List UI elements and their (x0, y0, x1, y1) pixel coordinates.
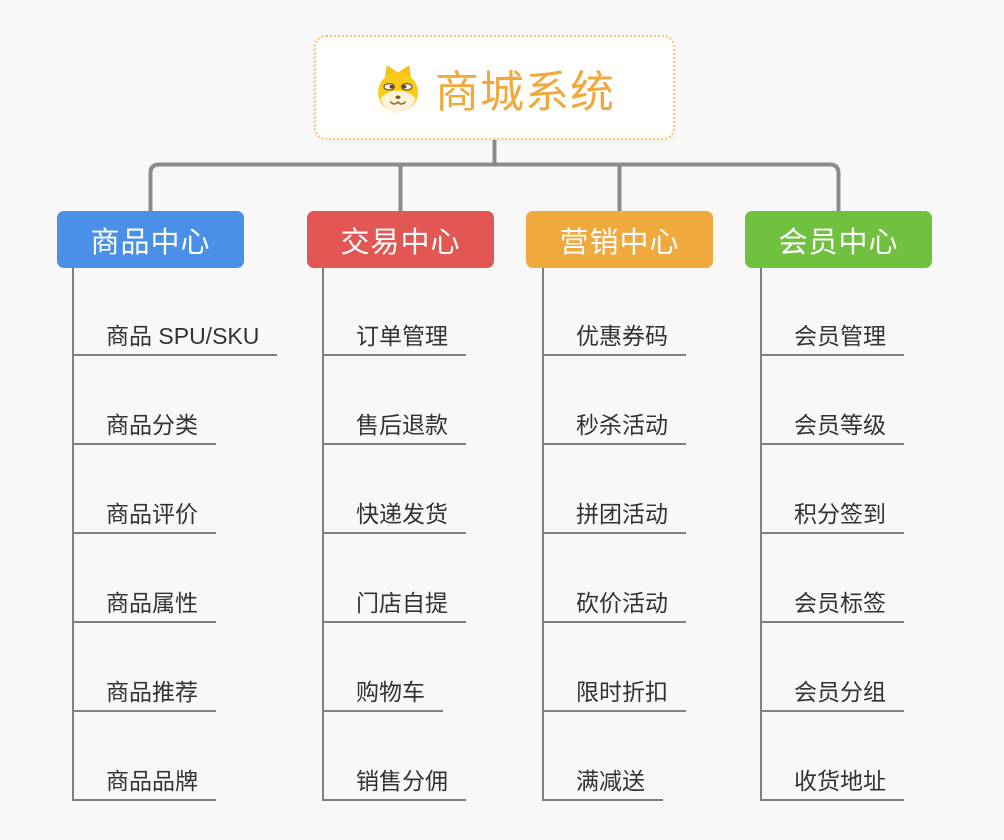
leaf-node[interactable]: 订单管理 (322, 319, 466, 356)
leaf-node[interactable]: 限时折扣 (542, 675, 686, 712)
leaf-node[interactable]: 快递发货 (322, 497, 466, 534)
leaf-node[interactable]: 拼团活动 (542, 497, 686, 534)
branch-node-member-center[interactable]: 会员中心 (745, 211, 932, 268)
leaf-node[interactable]: 积分签到 (760, 497, 904, 534)
leaf-node[interactable]: 商品推荐 (72, 675, 216, 712)
leaf-node[interactable]: 收货地址 (760, 764, 904, 801)
shiba-dog-icon (378, 64, 418, 112)
leaf-node[interactable]: 商品属性 (72, 586, 216, 623)
branch-label: 会员中心 (778, 226, 899, 259)
connector-group (148, 140, 841, 211)
branch-label: 营销中心 (559, 226, 680, 259)
branch-node-marketing-center[interactable]: 营销中心 (526, 211, 713, 268)
branch-node-product-center[interactable]: 商品中心 (57, 211, 244, 268)
branch-spine (760, 268, 762, 801)
leaf-node[interactable]: 会员分组 (760, 675, 904, 712)
leaf-node[interactable]: 商品分类 (72, 408, 216, 445)
leaf-node[interactable]: 商品 SPU/SKU (72, 319, 278, 356)
leaf-node[interactable]: 购物车 (322, 675, 443, 712)
branch-spine (72, 268, 74, 801)
branch-label: 交易中心 (340, 226, 461, 259)
root-title: 商城系统 (435, 67, 615, 117)
leaf-node[interactable]: 商品评价 (72, 497, 216, 534)
branch-spine (542, 268, 544, 801)
branch-spine (322, 268, 324, 801)
branch-rail-line (148, 162, 841, 211)
branch-node-trade-center[interactable]: 交易中心 (307, 211, 494, 268)
leaf-node[interactable]: 商品品牌 (72, 764, 216, 801)
leaf-node[interactable]: 门店自提 (322, 586, 466, 623)
leaf-node[interactable]: 会员管理 (760, 319, 904, 356)
leaf-node[interactable]: 会员等级 (760, 408, 904, 445)
branch-label: 商品中心 (90, 226, 211, 259)
leaf-node[interactable]: 售后退款 (322, 408, 466, 445)
leaf-node[interactable]: 会员标签 (760, 586, 904, 623)
leaf-node[interactable]: 砍价活动 (542, 586, 686, 623)
root-node[interactable]: 商城系统 (314, 35, 675, 140)
leaf-node[interactable]: 满减送 (542, 764, 663, 801)
leaf-node[interactable]: 秒杀活动 (542, 408, 686, 445)
leaf-node[interactable]: 优惠券码 (542, 319, 686, 356)
leaf-node[interactable]: 销售分佣 (322, 764, 466, 801)
